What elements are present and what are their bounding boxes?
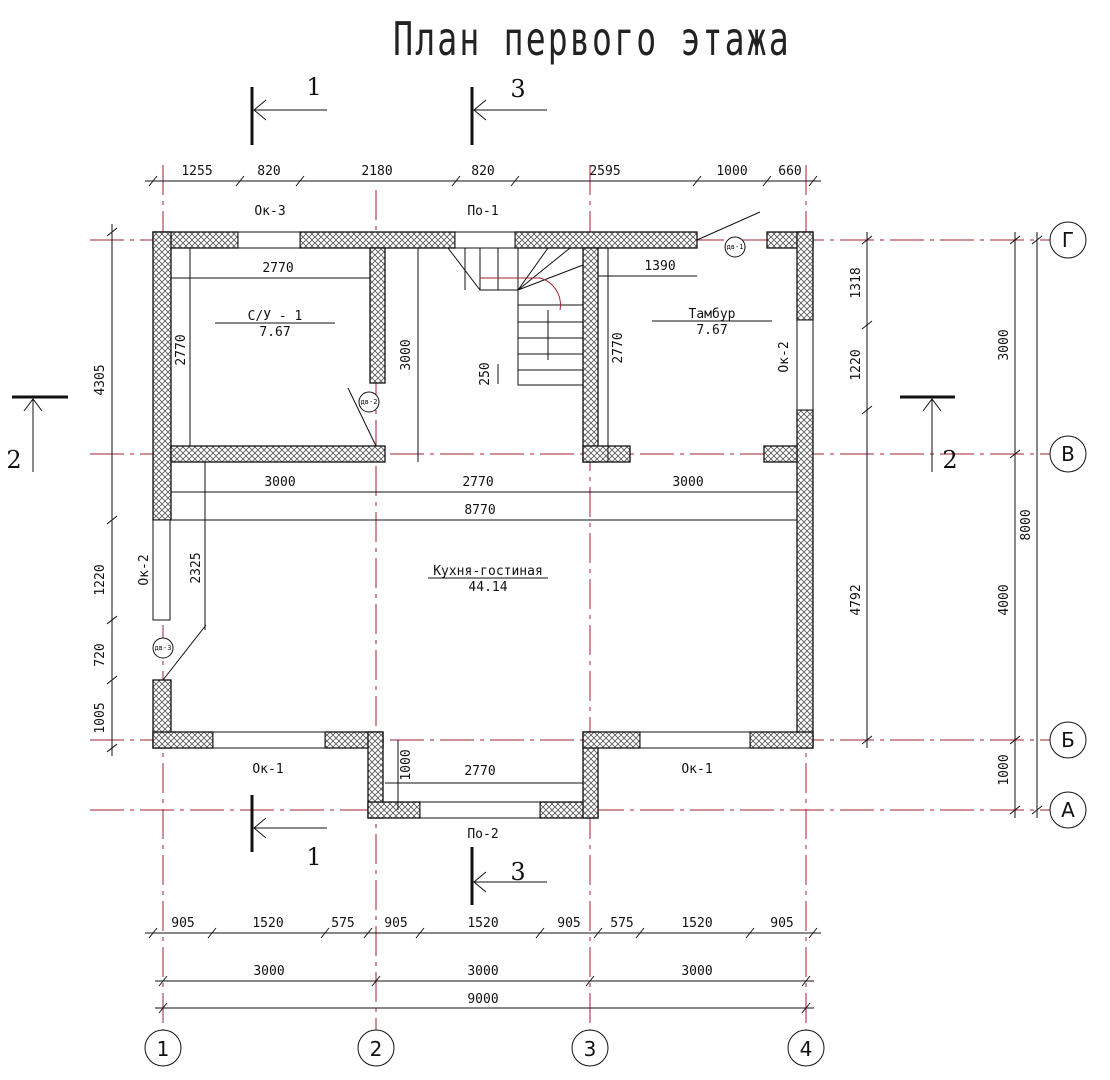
grid-lines [90,165,1050,1030]
dimension-label: 905 [770,916,793,931]
dimension-label: 1220 [849,349,864,380]
dimension-label: 1255 [181,164,212,179]
walls [152,231,814,819]
section-label: 2 [6,446,21,474]
dimension-label: 3000 [467,964,498,979]
dimension-label: 1520 [252,916,283,931]
dimension-label: 905 [384,916,407,931]
dimension-label: 2770 [611,332,626,363]
axis-bubble [571,1029,609,1067]
opening-label: Ок-3 [254,204,285,219]
dimension-label: 2770 [464,764,495,779]
windows [152,231,814,819]
axis-label: 3 [584,1037,597,1061]
dimension-label: 1390 [644,259,675,274]
opening-label: По-2 [467,827,498,842]
dimension-label: 1000 [399,749,414,780]
axis-bubble [1049,435,1087,473]
axis-bubble [1049,221,1087,259]
room-name: С/У - 1 [248,309,303,324]
dimension-label: 3000 [681,964,712,979]
door-tag: дв-1 [727,243,744,251]
door-tag-circle [152,637,174,659]
section-label: 1 [306,843,321,871]
dimension-label: 250 [478,362,493,385]
axis-label: 4 [800,1037,813,1061]
dimension-label: 905 [557,916,580,931]
dimension-label: 2770 [262,261,293,276]
axis-label: Б [1061,728,1075,752]
dimension-label: 8770 [464,503,495,518]
dimension-label: 4305 [93,364,108,395]
door-tag: дв-2 [361,398,378,406]
section-arrow-icon [473,871,547,893]
axis-bubble [357,1029,395,1067]
dimension-label: 3000 [253,964,284,979]
door-tag: дв-3 [155,644,172,652]
axis-label: 1 [157,1037,170,1061]
dimension-label: 9000 [467,992,498,1007]
drawing-title: План первого этажа [393,14,791,67]
opening-label: Ок-2 [777,341,792,372]
axis-bubble [1049,721,1087,759]
dimension-label: 1000 [716,164,747,179]
dimension-label: 1520 [681,916,712,931]
section-label: 3 [510,75,525,103]
section-arrow-icon [23,398,43,472]
dimension-label: 2770 [174,334,189,365]
dimension-label: 3000 [997,329,1012,360]
door-tag-circle [724,236,746,258]
dimension-label: 3000 [264,475,295,490]
dimension-label: 1318 [849,267,864,298]
dimension-label: 1005 [93,702,108,733]
room-area: 7.67 [259,325,290,340]
opening-label: Ок-1 [681,762,712,777]
section-arrow-icon [473,99,547,121]
section-arrow-icon [253,817,327,839]
opening-label: Ок-2 [137,554,152,585]
dimension-label: 4000 [997,584,1012,615]
section-arrow-icon [922,398,942,472]
dimension-label: 2770 [462,475,493,490]
dimension-label: 720 [93,643,108,666]
dimension-label: 1220 [93,564,108,595]
opening-label: По-1 [467,204,498,219]
dimension-label: 820 [257,164,280,179]
room-name: Тамбур [689,307,736,322]
dimension-label: 1000 [997,754,1012,785]
door-swings [162,211,761,681]
room-name: Кухня-гостиная [433,564,543,579]
opening-label: Ок-1 [252,762,283,777]
door-tag-circle [358,391,380,413]
axis-label: 2 [370,1037,383,1061]
dimension-label: 8000 [1019,509,1034,540]
dimension-label: 575 [610,916,633,931]
dimension-label: 905 [171,916,194,931]
dimension-label: 2325 [189,552,204,583]
axis-label: А [1061,798,1075,822]
dimension-label: 575 [331,916,354,931]
dimension-label: 1520 [467,916,498,931]
axis-bubble [144,1029,182,1067]
axis-bubble [787,1029,825,1067]
room-area: 44.14 [468,580,507,595]
staircase [447,247,584,386]
axis-bubble [1049,791,1087,829]
dimension-label: 820 [471,164,494,179]
axis-label: В [1061,442,1075,466]
section-arrow-icon [253,99,327,121]
dimension-label: 4792 [849,584,864,615]
dimension-label: 2180 [361,164,392,179]
dimension-label: 3000 [399,339,414,370]
section-label: 2 [942,446,957,474]
dimension-label: 3000 [672,475,703,490]
dimension-label: 2595 [589,164,620,179]
section-label: 3 [510,858,525,886]
dimension-label: 660 [778,164,801,179]
room-area: 7.67 [696,323,727,338]
section-label: 1 [306,73,321,101]
axis-label: Г [1062,228,1074,252]
